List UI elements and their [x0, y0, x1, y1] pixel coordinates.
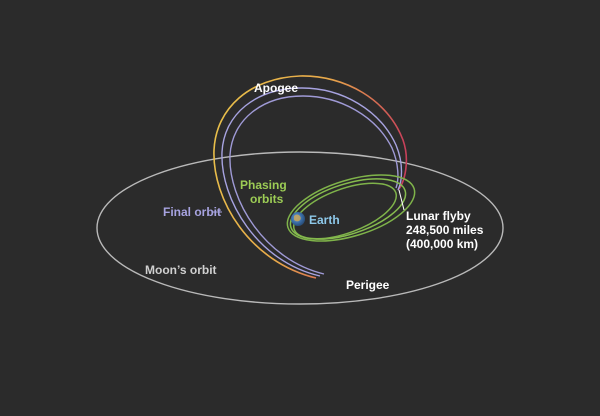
lunar-flyby-label-line3: (400,000 km): [406, 237, 478, 251]
earth-continent-shape: [294, 214, 301, 222]
perigee-label: Perigee: [346, 278, 390, 292]
lunar-flyby-label-line2: 248,500 miles: [406, 223, 484, 237]
phasing-orbit-3: [286, 174, 416, 242]
final-orbit-label: Final orbit: [163, 205, 221, 219]
lunar-flyby-label-line1: Lunar flyby: [406, 209, 471, 223]
lunar-flyby-leader: [398, 189, 405, 211]
phasing-orbit-1: [292, 182, 398, 240]
phasing-orbits-label-line1: Phasing: [240, 178, 287, 192]
apogee-label: Apogee: [254, 81, 298, 95]
phasing-orbit-2: [289, 178, 407, 240]
final-orbit-path-outer: [221, 87, 403, 277]
earth-label: Earth: [309, 213, 340, 227]
phasing-orbits-label-line2: orbits: [250, 192, 284, 206]
moon-orbit-ellipse: [96, 151, 504, 305]
final-orbit-path-inner: [229, 95, 399, 275]
transfer-orbit-path: [213, 75, 408, 279]
moons-orbit-label: Moon’s orbit: [145, 263, 217, 277]
